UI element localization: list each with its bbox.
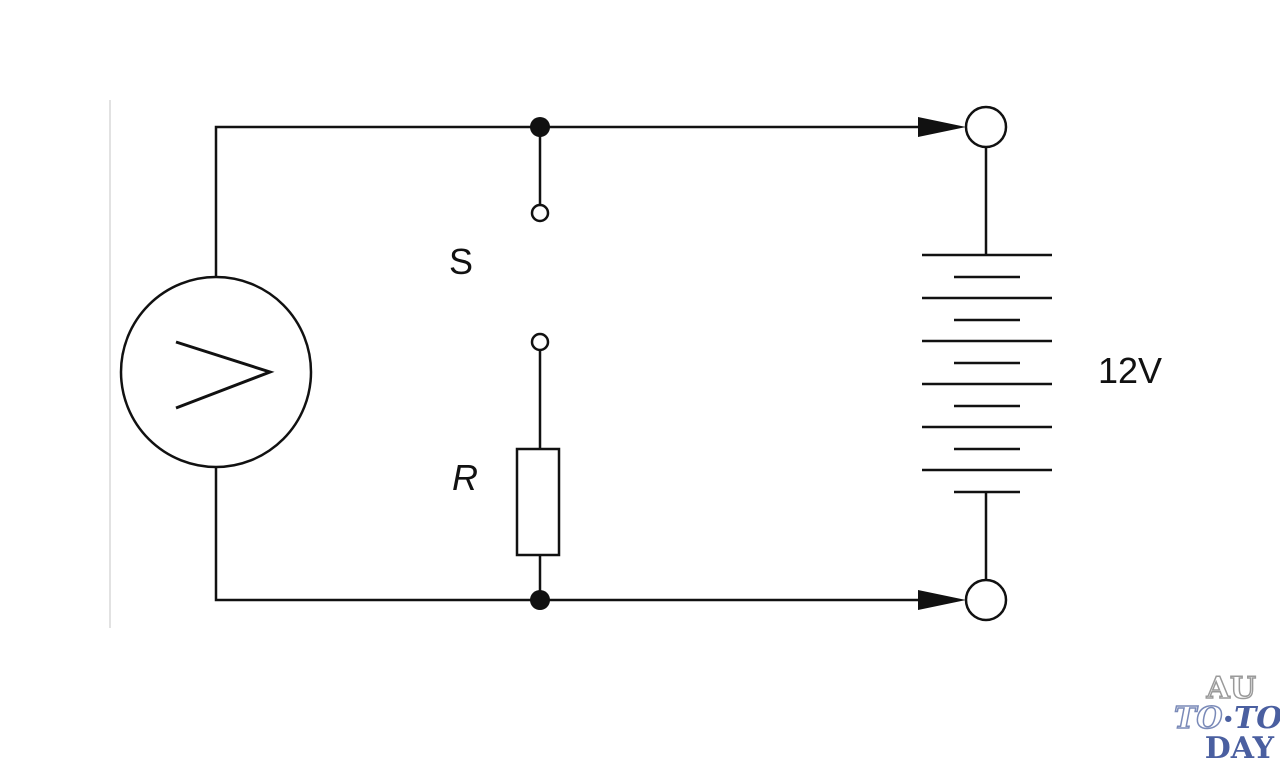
switch-label: S	[449, 241, 473, 282]
wire-voltmeter-bottom	[214, 468, 540, 602]
voltmeter-symbol-icon	[175, 340, 275, 410]
watermark-line-toto: TO•TO	[1173, 701, 1280, 736]
terminal-bottom	[964, 578, 1008, 622]
switch-contact-bottom	[530, 332, 550, 352]
battery	[922, 253, 1052, 494]
watermark-to-outline: TO	[1173, 701, 1223, 736]
terminal-top	[964, 105, 1008, 149]
battery-label: 12V	[1098, 350, 1162, 391]
watermark-dot: •	[1222, 709, 1234, 730]
watermark-line-au: AU	[1206, 671, 1257, 706]
arrow-bottom-icon	[918, 590, 966, 610]
resistor-label: R	[452, 457, 478, 498]
watermark-to-solid: TO	[1233, 701, 1280, 736]
wire-voltmeter-top	[214, 125, 540, 278]
watermark-line-day: DAY	[1204, 731, 1274, 766]
arrow-top-icon	[918, 117, 966, 137]
switch-contact-top	[530, 203, 550, 223]
voltmeter-circle	[119, 275, 313, 469]
resistor	[515, 447, 561, 557]
voltmeter	[119, 275, 313, 469]
autotoday-watermark-logo: AU TO•TO DAY	[1173, 671, 1280, 766]
